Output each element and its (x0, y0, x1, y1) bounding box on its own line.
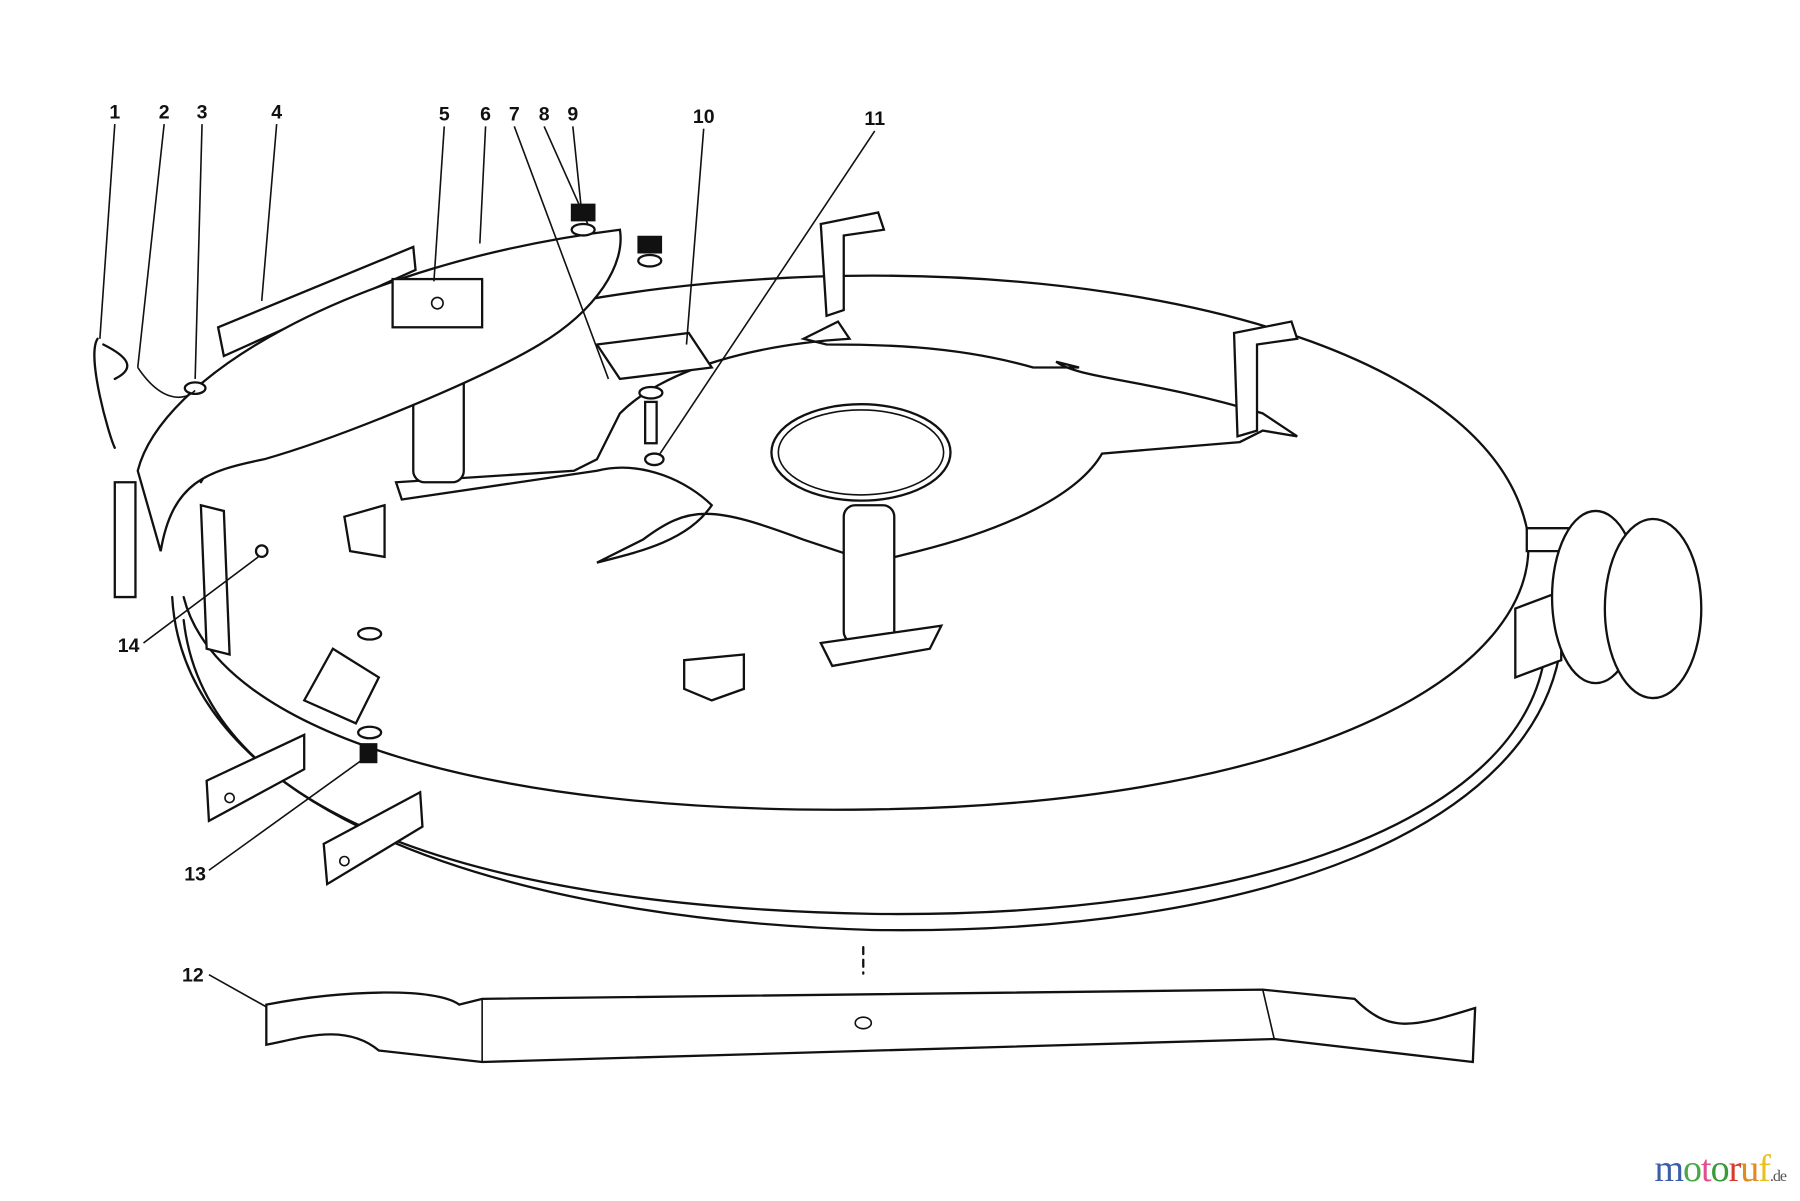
callout-labels: 1 2 3 4 5 6 7 8 9 10 11 12 13 14 (109, 101, 885, 986)
brackets (205, 527, 1586, 886)
watermark-letter: o (1710, 1148, 1730, 1190)
watermark-letter: u (1740, 1148, 1759, 1190)
callout-10: 10 (693, 106, 715, 128)
blade-mounts (412, 211, 1299, 668)
callout-6: 6 (480, 104, 491, 126)
watermark-logo: motoruf.de (1654, 1147, 1787, 1191)
watermark-suffix: .de (1769, 1168, 1787, 1185)
watermark-letter: o (1683, 1148, 1702, 1190)
callout-4: 4 (271, 101, 282, 123)
callout-3: 3 (197, 101, 208, 123)
wheel (1550, 509, 1703, 700)
callout-7: 7 (509, 104, 520, 126)
center-opening (770, 403, 952, 502)
callout-11: 11 (864, 108, 885, 130)
callout-12: 12 (182, 965, 204, 987)
callout-14: 14 (118, 635, 140, 657)
callout-2: 2 (159, 101, 170, 123)
callout-8: 8 (539, 104, 550, 126)
watermark-letter: m (1654, 1148, 1684, 1190)
watermark-letter: f (1758, 1148, 1771, 1190)
discharge-chute (136, 228, 622, 552)
callout-5: 5 (439, 104, 450, 126)
leader-lines (99, 124, 876, 1008)
callout-1: 1 (109, 101, 120, 123)
callout-9: 9 (567, 104, 578, 126)
watermark-letter: r (1728, 1148, 1742, 1190)
mower-blade (265, 946, 1477, 1064)
callout-13: 13 (184, 864, 206, 886)
hardware (93, 203, 746, 764)
watermark-letter: t (1701, 1148, 1712, 1190)
